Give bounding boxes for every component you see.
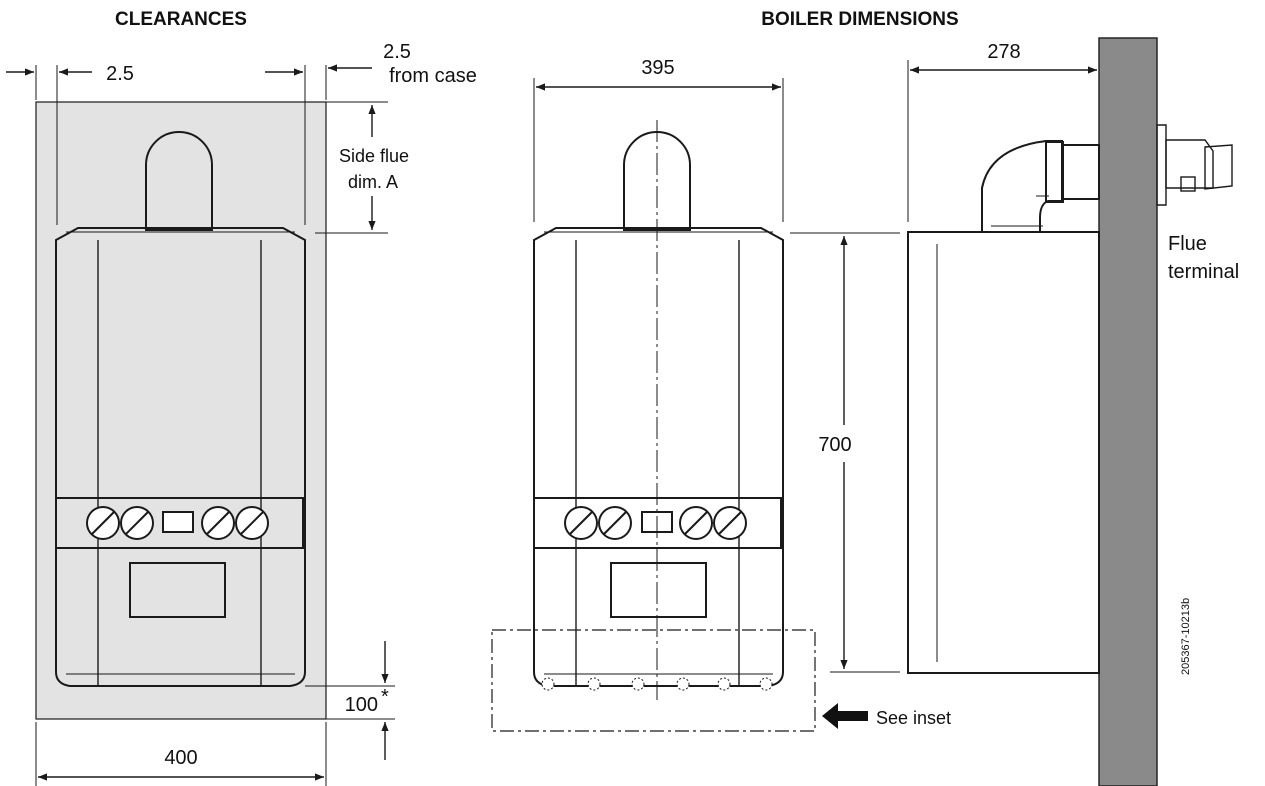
see-inset-arrow — [822, 703, 868, 729]
clearance-side-right-note: from case — [389, 65, 477, 87]
clearances-heading: CLEARANCES — [115, 9, 247, 30]
clearance-bottom-mark: * — [381, 686, 389, 708]
boiler-depth-label: 278 — [987, 41, 1020, 63]
boiler-front-view: 395 See inset — [491, 57, 951, 732]
side-flue-label: Side flue — [339, 146, 409, 166]
flue-terminal-label-2: terminal — [1168, 261, 1239, 283]
inset-box — [491, 629, 816, 732]
height-dimension: 700 — [790, 232, 900, 673]
boiler-front-clearances — [55, 131, 306, 687]
side-flue-dim-label: dim. A — [348, 172, 398, 192]
boiler-height-label: 700 — [818, 434, 851, 456]
clearance-side-right-label: 2.5 — [383, 41, 411, 63]
figure-code: 205367-10213b — [1180, 598, 1192, 675]
control-knobs — [86, 506, 269, 540]
connection-points — [541, 677, 773, 691]
clearance-bottom-label: 100 — [345, 694, 378, 716]
see-inset-label: See inset — [876, 708, 951, 728]
control-knobs — [564, 506, 747, 540]
flue-pipe — [981, 124, 1233, 233]
flue-terminal-label: Flue — [1168, 233, 1207, 255]
boiler-dimensions-heading: BOILER DIMENSIONS — [761, 9, 958, 30]
clearance-zone — [35, 101, 327, 720]
clearance-side-left-label: 2.5 — [106, 63, 134, 85]
clearance-width-label: 400 — [164, 747, 197, 769]
clearances-view: 2.5 2.5 from case Side flue dim. A 100 *… — [6, 41, 477, 786]
boiler-side-body — [907, 231, 1100, 674]
wall — [1098, 37, 1158, 786]
boiler-side-view: 278 Flue terminal 205367-10213b — [907, 37, 1239, 786]
boiler-width-label: 395 — [641, 57, 674, 79]
